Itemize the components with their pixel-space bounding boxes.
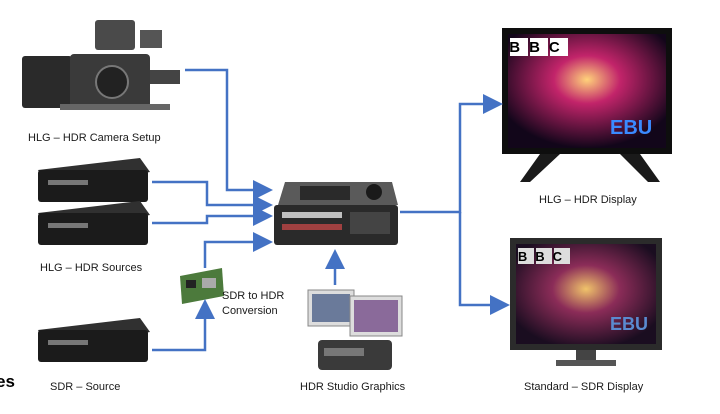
- signal-arrows: [152, 68, 510, 352]
- camera-rig: [22, 20, 180, 110]
- hdr-source-box-2: [38, 201, 150, 245]
- cropped-text: es: [0, 372, 15, 391]
- conversion-card: [180, 268, 224, 304]
- graphics-label: HDR Studio Graphics: [300, 381, 406, 393]
- sdr-display-overlay: EBU: [610, 314, 648, 334]
- production-switcher: [274, 182, 398, 245]
- sdr-display-label: Standard – SDR Display: [524, 381, 644, 393]
- arrow-sdr-to-conversion: [152, 299, 215, 352]
- camera-label: HLG – HDR Camera Setup: [28, 132, 161, 144]
- arrow-source2-to-switcher: [152, 206, 273, 226]
- hdr-display-label: HLG – HDR Display: [539, 194, 637, 206]
- arrow-switcher-to-hdr-display: [400, 94, 503, 214]
- sdr-display-logo: BBC: [518, 249, 570, 264]
- sdr-source-label: SDR – Source: [50, 381, 121, 393]
- hdr-display-overlay: EBU: [610, 117, 652, 139]
- conversion-label-line1: SDR to HDR: [222, 290, 285, 302]
- graphics-workstation: [307, 289, 403, 370]
- hdr-display-logo: BBC: [509, 39, 569, 56]
- arrow-conversion-to-switcher: [203, 232, 273, 268]
- conversion-label-line2: Conversion: [222, 305, 278, 317]
- arrow-switcher-to-sdr-display: [458, 212, 510, 315]
- sdr-display: BBC EBU: [510, 238, 662, 366]
- hdr-display: BBC EBU: [502, 28, 672, 182]
- hdr-sources-label: HLG – HDR Sources: [40, 262, 143, 274]
- hdr-source-box-1: [38, 158, 150, 202]
- arrow-camera-to-switcher: [185, 68, 273, 200]
- arrow-source1-to-switcher: [152, 180, 273, 215]
- sdr-source-box: [38, 318, 150, 362]
